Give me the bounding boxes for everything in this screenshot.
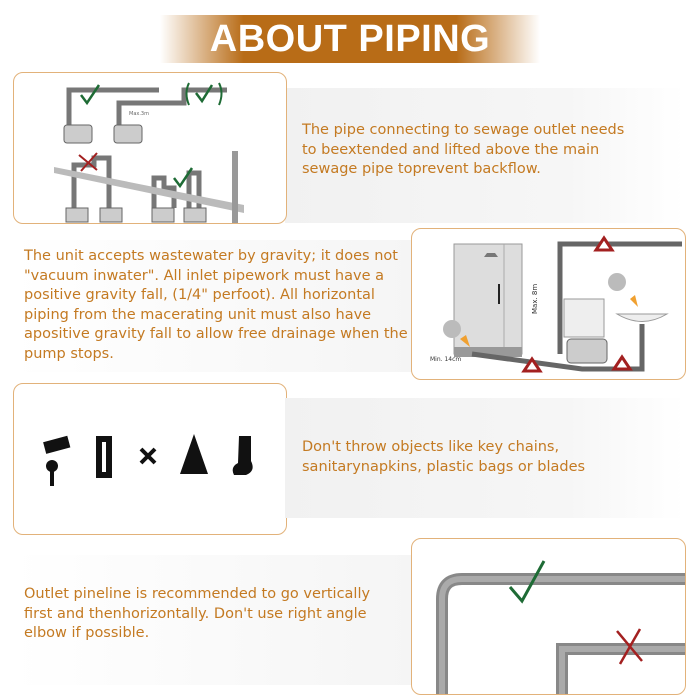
backflow-diagram: Max.3m bbox=[13, 72, 287, 224]
key-chain-icon bbox=[43, 435, 71, 486]
section-1-panel bbox=[285, 88, 685, 223]
gravity-diagram: Max. 8m Min. 14cm bbox=[411, 228, 686, 380]
razor-blade-icon bbox=[96, 436, 112, 478]
max-length-label: Max.3m bbox=[129, 111, 149, 117]
title-banner: ABOUT PIPING bbox=[160, 15, 540, 63]
section-3-text: Don't throw objects like key chains, san… bbox=[302, 439, 586, 475]
section-4-text: Outlet pineline is recommended to go ver… bbox=[24, 586, 371, 641]
sanitary-napkin-icon bbox=[232, 436, 253, 475]
plastic-bag-icon bbox=[180, 434, 208, 474]
max-height-label: Max. 8m bbox=[531, 284, 539, 314]
section-2-panel bbox=[13, 240, 413, 372]
min-height-label: Min. 14cm bbox=[430, 356, 461, 363]
section-3-panel bbox=[285, 398, 685, 518]
page-title: ABOUT PIPING bbox=[209, 17, 491, 60]
elbow-diagram bbox=[411, 538, 686, 695]
section-1-text: The pipe connecting to sewage outlet nee… bbox=[302, 122, 625, 177]
section-2-text: The unit accepts wastewater by gravity; … bbox=[24, 248, 408, 362]
forbidden-objects-box bbox=[13, 383, 287, 535]
cross-icon bbox=[139, 447, 157, 465]
section-4-panel bbox=[13, 555, 413, 685]
